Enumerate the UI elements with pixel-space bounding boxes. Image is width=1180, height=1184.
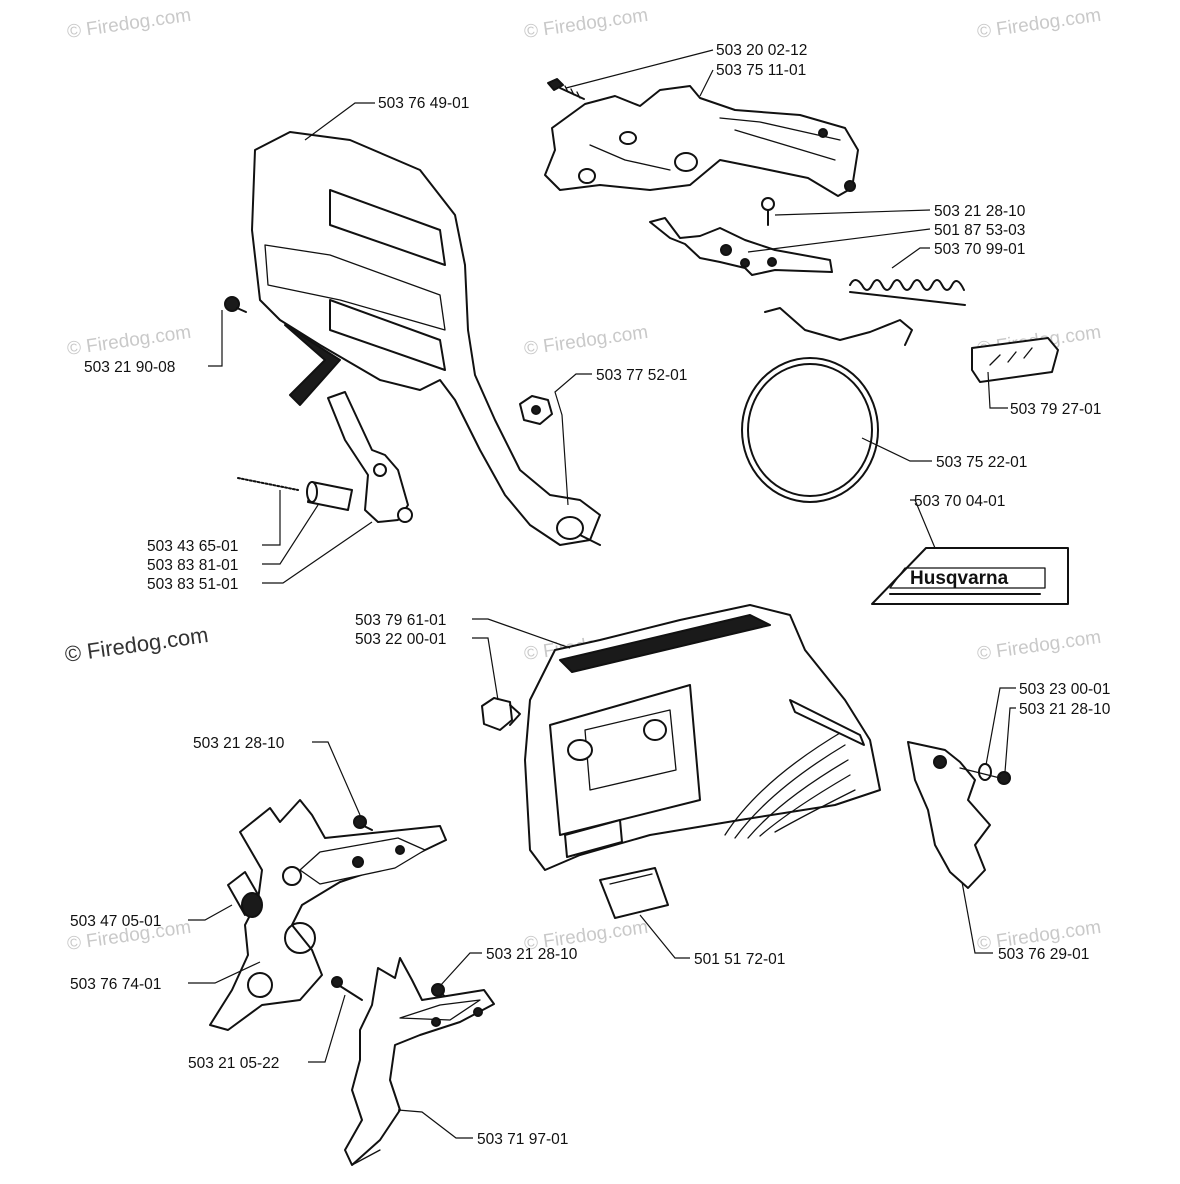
- label-503-76-29-01: 503 76 29-01: [998, 946, 1089, 963]
- watermark-text-prominent: © Firedog.com: [63, 622, 210, 667]
- sleeve-503-47-05-01: [227, 871, 263, 918]
- bar-guide-503-71-97-01: [344, 957, 495, 1166]
- label-503-43-65-01: 503 43 65-01: [147, 538, 238, 555]
- guide-plate-503-76-29-01: [907, 741, 991, 889]
- label-503-75-11-01: 503 75 11-01: [716, 62, 806, 79]
- label-503-21-28-10: 503 21 28-10: [934, 203, 1026, 220]
- label-503-21-28-10-left: 503 21 28-10: [193, 735, 285, 752]
- sleeve-503-83-81-01: [306, 481, 353, 511]
- brake-band-503-75-22-01: [741, 307, 913, 503]
- spring-503-70-99-01: [849, 279, 966, 306]
- bolt-503-20-02-12: [547, 78, 585, 100]
- label-503-76-49-01: 503 76 49-01: [378, 95, 469, 112]
- brake-cover-503-75-11-01: [544, 85, 859, 197]
- watermark-text: © Firedog.com: [976, 627, 1103, 665]
- spring-503-43-65-01: [237, 477, 299, 491]
- label-503-76-74-01: 503 76 74-01: [70, 976, 161, 993]
- watermark-text: © Firedog.com: [976, 5, 1103, 43]
- label-501-87-53-03: 501 87 53-03: [934, 222, 1025, 239]
- label-503-79-61-01: 503 79 61-01: [355, 612, 446, 629]
- label-503-83-81-01: 503 83 81-01: [147, 557, 238, 574]
- label-503-79-27-01: 503 79 27-01: [1010, 401, 1101, 418]
- screw-503-21-90-08: [224, 296, 247, 313]
- label-501-51-72-01: 501 51 72-01: [694, 951, 785, 968]
- clutch-cover-503-79-61-01: [524, 604, 881, 871]
- nut-503-77-52-01: [519, 395, 553, 425]
- watermark-text: © Firedog.com: [523, 5, 650, 43]
- decal-503-70-04-01: Husqvarna: [871, 547, 1069, 605]
- label-503-21-28-10-right: 503 21 28-10: [1019, 701, 1111, 718]
- tab-501-51-72-01: [599, 867, 669, 919]
- label-503-75-22-01: 503 75 22-01: [936, 454, 1027, 471]
- brake-lever-501-87-53-03: [649, 217, 833, 276]
- washer-screw-right: [959, 763, 1011, 785]
- watermark-text: © Firedog.com: [66, 322, 193, 360]
- part-labels: 503 20 02-12 503 75 11-01 503 76 49-01 5…: [70, 42, 1111, 1148]
- parts-artwork: Husqvarna: [209, 78, 1069, 1166]
- label-503-70-04-01: 503 70 04-01: [914, 493, 1005, 510]
- label-503-21-05-22: 503 21 05-22: [188, 1055, 279, 1072]
- label-503-22-00-01: 503 22 00-01: [355, 631, 446, 648]
- bar-guide-503-76-74-01: [209, 799, 447, 1031]
- watermark-text: © Firedog.com: [523, 322, 650, 360]
- leader-lines: [188, 49, 1016, 1139]
- label-503-47-05-01: 503 47 05-01: [70, 913, 161, 930]
- hand-guard-503-76-49-01: [251, 131, 601, 546]
- screw-503-21-28-10-left: [353, 815, 373, 831]
- watermark-text: © Firedog.com: [66, 5, 193, 43]
- screw-503-21-05-22: [331, 976, 363, 1001]
- label-503-21-28-10-lower: 503 21 28-10: [486, 946, 578, 963]
- label-503-21-90-08: 503 21 90-08: [84, 359, 175, 376]
- label-503-83-51-01: 503 83 51-01: [147, 576, 238, 593]
- label-503-77-52-01: 503 77 52-01: [596, 367, 687, 384]
- decal-brand-text: Husqvarna: [910, 568, 1009, 589]
- label-503-71-97-01: 503 71 97-01: [477, 1131, 568, 1148]
- label-503-23-00-01: 503 23 00-01: [1019, 681, 1110, 698]
- nut-503-22-00-01: [481, 697, 521, 731]
- plate-503-79-27-01: [971, 337, 1059, 383]
- screw-503-21-28-10-top: [761, 197, 775, 226]
- label-503-70-99-01: 503 70 99-01: [934, 241, 1025, 258]
- label-503-20-02-12: 503 20 02-12: [716, 42, 807, 59]
- lever-503-83-51-01: [327, 391, 413, 523]
